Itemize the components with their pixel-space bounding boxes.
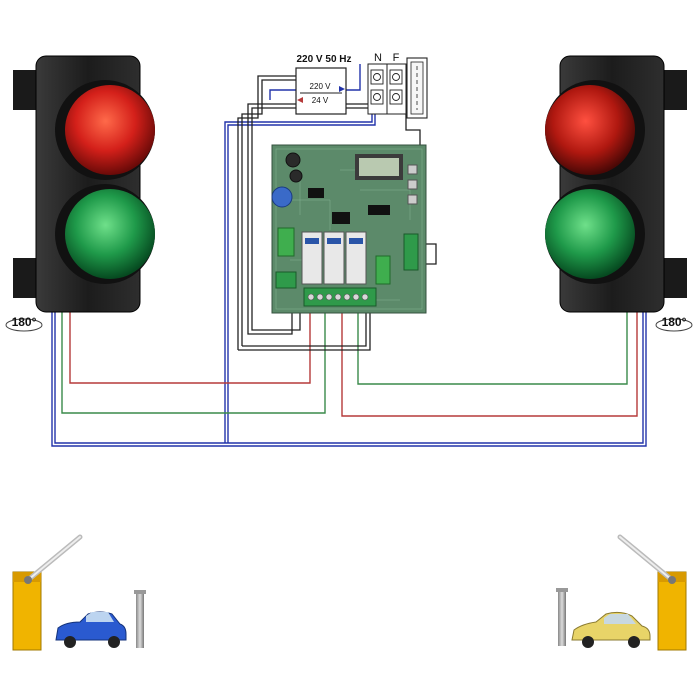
blue-wires bbox=[51, 64, 647, 447]
transformer-box bbox=[295, 67, 347, 115]
green-wires bbox=[61, 310, 628, 414]
control-board bbox=[271, 144, 427, 314]
barrier-gate-icon bbox=[12, 571, 42, 651]
phase-label: F bbox=[393, 52, 400, 64]
mains-terminal-block: N F bbox=[367, 52, 428, 119]
bollard-left bbox=[134, 590, 146, 648]
screw-terminal-icon bbox=[370, 69, 403, 105]
transformer: 220 V 50 Hz 220 V 24 V bbox=[295, 54, 352, 115]
rotate-arrow-icon bbox=[655, 318, 693, 332]
output-terminal-strip bbox=[303, 287, 377, 307]
green-lamp-icon bbox=[65, 189, 155, 279]
barrier-left bbox=[12, 534, 83, 651]
electrolytic-capacitor bbox=[271, 186, 293, 208]
input-terminal bbox=[403, 233, 419, 271]
barrier-gate-icon bbox=[657, 571, 687, 651]
transformer-secondary-label: 24 V bbox=[312, 96, 329, 105]
capacitor bbox=[285, 152, 301, 168]
power-terminal bbox=[275, 271, 297, 289]
arrow-left-icon bbox=[297, 97, 303, 103]
arrow-right-icon bbox=[339, 86, 345, 92]
red-lamp-icon bbox=[545, 85, 635, 175]
rotation-left-label: 180° bbox=[12, 315, 37, 329]
rotate-arrow-icon bbox=[5, 318, 43, 332]
red-wires bbox=[69, 310, 638, 417]
car-left bbox=[55, 611, 127, 648]
supply-label: 220 V 50 Hz bbox=[296, 54, 351, 65]
bollard-right bbox=[556, 588, 568, 646]
rotation-right: 180° bbox=[655, 315, 693, 332]
car-right bbox=[571, 611, 651, 648]
traffic-light-left bbox=[13, 55, 155, 313]
rotation-left: 180° bbox=[5, 315, 43, 332]
barrier-right bbox=[617, 534, 687, 651]
wiring bbox=[51, 64, 647, 447]
red-lamp-icon bbox=[65, 85, 155, 175]
rotation-right-label: 180° bbox=[662, 315, 687, 329]
green-lamp-icon bbox=[545, 189, 635, 279]
relays bbox=[301, 231, 367, 285]
traffic-light-right bbox=[545, 55, 687, 313]
fuse-icon bbox=[406, 57, 428, 119]
transformer-primary-label: 220 V bbox=[310, 82, 332, 91]
neutral-label: N bbox=[374, 52, 382, 64]
